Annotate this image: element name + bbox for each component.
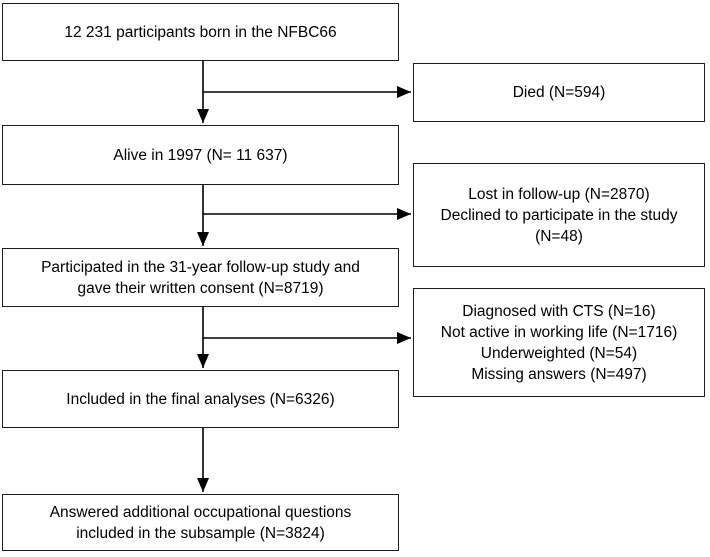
flow-box-excluded-reasons-text: Diagnosed with CTS (N=16) Not active in … xyxy=(440,302,678,383)
flow-box-born: 12 231 participants born in the NFBC66 xyxy=(2,3,399,61)
flow-box-born-text: 12 231 participants born in the NFBC66 xyxy=(64,23,337,41)
flow-box-died-text: Died (N=594) xyxy=(512,84,606,101)
flow-box-alive-text: Alive in 1997 (N= 11 637) xyxy=(113,146,288,164)
flow-box-participated: Participated in the 31-year follow-up st… xyxy=(2,248,399,307)
flow-box-lost-followup-text: Lost in follow-up (N=2870) Declined to p… xyxy=(440,185,678,245)
flow-box-lost-followup: Lost in follow-up (N=2870) Declined to p… xyxy=(413,163,705,267)
flow-box-subsample-text: Answered additional occupational questio… xyxy=(49,503,352,542)
flow-box-included-text: Included in the final analyses (N=6326) xyxy=(66,390,335,408)
flow-box-died: Died (N=594) xyxy=(413,63,705,122)
flow-box-excluded-reasons: Diagnosed with CTS (N=16) Not active in … xyxy=(413,288,705,397)
flow-box-alive: Alive in 1997 (N= 11 637) xyxy=(2,125,399,185)
flow-box-participated-text: Participated in the 31-year follow-up st… xyxy=(41,258,360,297)
flow-box-included: Included in the final analyses (N=6326) xyxy=(2,370,399,428)
flow-box-subsample: Answered additional occupational questio… xyxy=(2,494,399,551)
